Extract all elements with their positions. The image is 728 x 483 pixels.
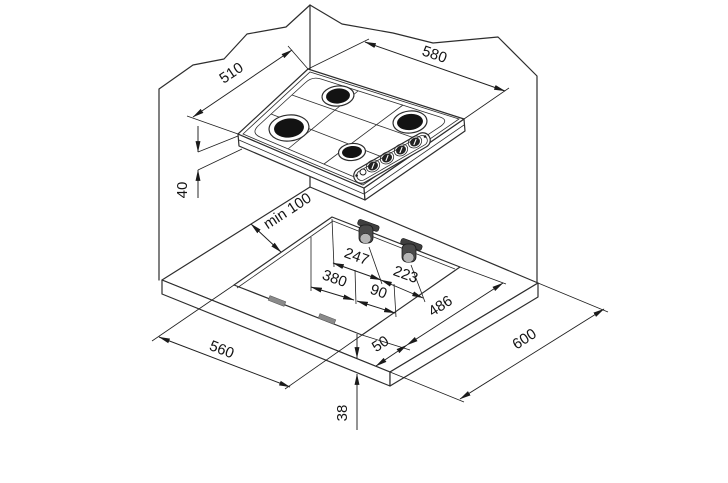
knob-2 bbox=[379, 151, 395, 165]
rear-fixing-clamp-right bbox=[400, 238, 423, 263]
control-panel bbox=[353, 132, 431, 184]
control-knobs bbox=[355, 135, 427, 177]
ignition-button bbox=[359, 168, 367, 176]
knob-4 bbox=[407, 135, 423, 149]
cutout-width-label: 560 bbox=[207, 337, 236, 362]
worktop-depth-label: 600 bbox=[509, 325, 539, 353]
rear-fixing-clamp-left bbox=[357, 219, 380, 244]
hob-depth-label: 510 bbox=[216, 59, 246, 87]
burner-large-left bbox=[268, 114, 310, 142]
ignition-dot bbox=[355, 174, 358, 177]
dimension-hob-height: 40 bbox=[174, 126, 243, 199]
front-spacing-b-label: 90 bbox=[368, 281, 389, 303]
hob-height-label: 40 bbox=[174, 182, 191, 199]
knob-1 bbox=[365, 159, 381, 173]
front-clip-left bbox=[267, 295, 287, 307]
burner-small-front bbox=[337, 142, 367, 162]
gas-hob bbox=[237, 68, 466, 201]
burner-rear bbox=[321, 85, 355, 107]
dimension-worktop-thickness: 38 bbox=[334, 334, 360, 430]
burners bbox=[268, 85, 428, 162]
front-clip-right bbox=[317, 313, 337, 325]
front-edge-clearance-label: 50 bbox=[369, 333, 392, 356]
worktop-thickness-label: 38 bbox=[334, 405, 351, 422]
panel-end-dot bbox=[423, 135, 427, 138]
knob-3 bbox=[393, 143, 409, 157]
hob-tray bbox=[254, 77, 446, 178]
front-fixing-clips bbox=[267, 295, 337, 325]
burner-right bbox=[392, 110, 428, 134]
